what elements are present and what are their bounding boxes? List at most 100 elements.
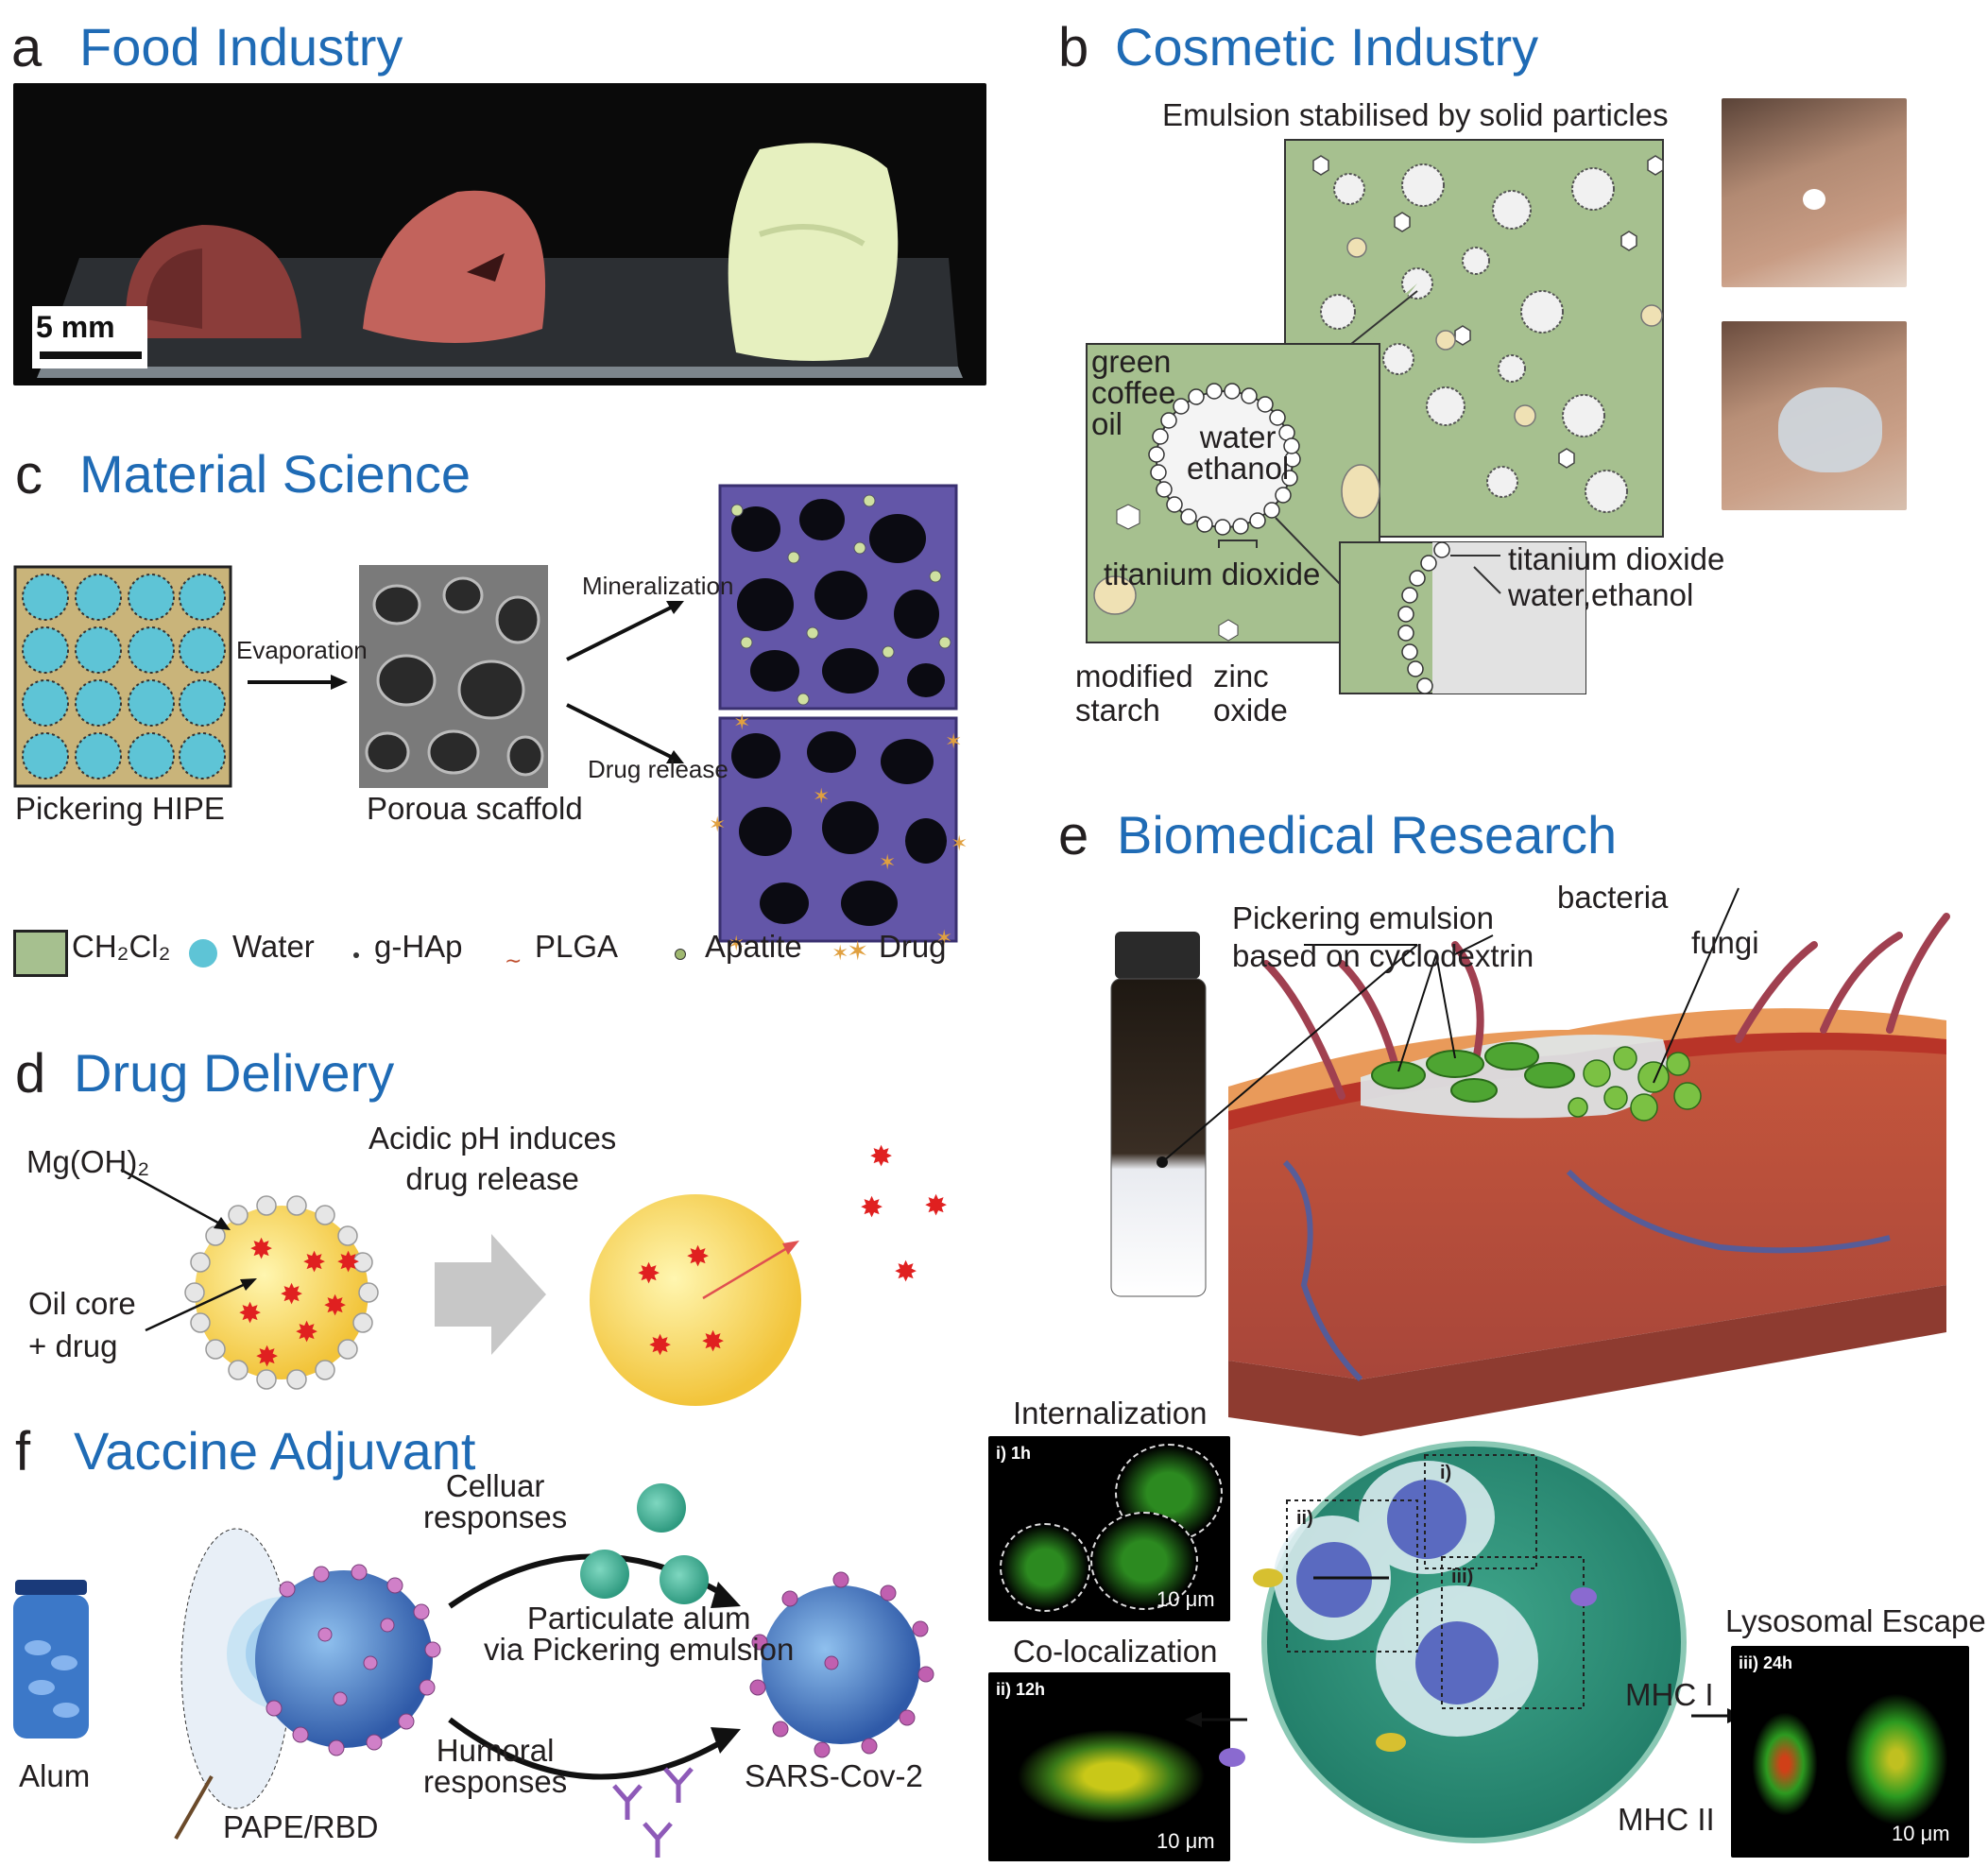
vaccine-diagram [13, 1483, 934, 1858]
legend-water-swatch [189, 939, 217, 968]
svg-text:✸: ✸ [323, 1291, 347, 1322]
starch-label: modified starch [1075, 659, 1193, 728]
fungi-label: fungi [1691, 925, 1759, 960]
pickering-hipe-label: Pickering HIPE [15, 791, 225, 826]
svg-text:✸: ✸ [238, 1298, 262, 1329]
scale-bar [40, 351, 142, 359]
svg-text:✸: ✸ [249, 1234, 273, 1265]
cream-spread [1778, 387, 1882, 472]
legend-plga-swatch: ∼ [505, 949, 523, 972]
water-right-label: water,ethanol [1508, 577, 1694, 612]
svg-text:✸: ✸ [869, 1141, 893, 1173]
alum-label: Alum [19, 1758, 91, 1793]
skin-photo-2 [1722, 321, 1907, 510]
skin-illustration [1110, 887, 1950, 1436]
micro-1h-scale: 10 μm [1157, 1587, 1215, 1611]
micro-cell [1844, 1693, 1948, 1825]
particulate-label: Particulate alum via Pickering emulsion [484, 1601, 795, 1667]
legend-apatite-label: Apatite [705, 929, 802, 964]
ph-label: Acidic pH induces drug release [368, 1121, 617, 1196]
porous-scaffold-label: Poroua scaffold [367, 791, 583, 826]
micro-1h-time: i) 1h [996, 1444, 1032, 1463]
sars-label: SARS-Cov-2 [745, 1758, 923, 1793]
panel-d-letter: d [15, 1043, 46, 1105]
pape-label: PAPE/RBD [223, 1809, 379, 1844]
lysosomal-label: Lysosomal Escape [1725, 1603, 1986, 1638]
cream-dot [1803, 189, 1825, 210]
legend-plga-label: PLGA [535, 929, 619, 964]
svg-text:✸: ✸ [295, 1317, 318, 1348]
micro-12h: ii) 12h 10 μm [988, 1672, 1230, 1861]
micro-24h-scale: 10 μm [1892, 1822, 1950, 1845]
food-photo: 5 mm [13, 83, 986, 385]
cellular-label: Celluar responses [423, 1468, 568, 1534]
panel-c-title: Material Science [79, 444, 471, 504]
scale-bar-label: 5 mm [36, 310, 115, 344]
micro-12h-scale: 10 μm [1157, 1829, 1215, 1853]
tio2-right-label: titanium dioxide [1508, 541, 1725, 576]
panel-a-letter: a [11, 17, 43, 78]
pickering-cd-label: Pickering emulsion based on cyclodextrin [1232, 900, 1534, 973]
panel-c-letter: c [15, 444, 43, 505]
svg-text:✶: ✶ [935, 926, 952, 950]
evaporation-label: Evaporation [236, 636, 368, 664]
svg-text:✸: ✸ [302, 1247, 326, 1278]
svg-text:✸: ✸ [701, 1327, 725, 1358]
micro-cell [1752, 1712, 1818, 1816]
step-iii-label: iii) [1451, 1567, 1474, 1587]
panel-b-title: Cosmetic Industry [1115, 17, 1539, 77]
legend-apatite-swatch [675, 949, 686, 960]
svg-text:✶: ✶ [951, 831, 968, 855]
internalization-label: Internalization [1013, 1396, 1208, 1430]
step-ii-label: ii) [1296, 1508, 1313, 1529]
emulsion-heading: Emulsion stabilised by solid particles [1162, 97, 1669, 132]
svg-text:✶: ✶ [813, 784, 830, 808]
skin-photo-1 [1722, 98, 1907, 287]
emulsion-diagram [1086, 139, 1664, 694]
legend-drug-swatch: ✶ [847, 936, 869, 966]
water-label: water ethanol [1187, 420, 1290, 486]
food-illustration [37, 143, 963, 378]
svg-text:✶: ✶ [831, 941, 848, 965]
legend-ghap-label: g-HAp [374, 929, 463, 964]
micro-24h: iii) 24h 10 μm [1731, 1646, 1969, 1858]
svg-text:✶: ✶ [879, 850, 896, 874]
svg-text:✸: ✸ [860, 1192, 883, 1224]
micro-cells [1017, 1729, 1206, 1824]
panel-b-letter: b [1058, 17, 1089, 78]
micro-cell [1000, 1523, 1090, 1612]
panel-e-letter: e [1058, 805, 1089, 866]
panel-f-letter: f [15, 1421, 31, 1482]
micro-1h: i) 1h 10 μm [988, 1436, 1230, 1621]
svg-text:✸: ✸ [637, 1259, 660, 1290]
svg-text:✶: ✶ [733, 711, 750, 734]
micro-cell [1090, 1512, 1198, 1610]
svg-text:✸: ✸ [894, 1257, 917, 1288]
mhc1-label: MHC I [1625, 1677, 1714, 1712]
svg-text:✸: ✸ [686, 1242, 710, 1273]
legend-ch2cl2-label: CH₂Cl₂ [72, 929, 171, 964]
svg-text:✸: ✸ [924, 1190, 948, 1222]
drug-release-label: Drug release [588, 755, 728, 783]
oil-label: green coffee oil [1091, 344, 1176, 441]
svg-text:✸: ✸ [280, 1279, 303, 1310]
svg-text:✶: ✶ [709, 813, 726, 836]
drug-delivery-diagram: ✸✸✸✸ ✸✸✸✸ ✸✸✸✸ ✸✸✸✸ [120, 1141, 948, 1406]
humoral-label: Humoral responses [423, 1733, 568, 1799]
svg-text:✶: ✶ [945, 729, 962, 753]
tio2-label: titanium dioxide [1104, 557, 1321, 591]
zinc-label: zinc oxide [1213, 659, 1288, 728]
svg-text:✸: ✸ [336, 1247, 360, 1278]
svg-text:✸: ✸ [648, 1330, 672, 1362]
legend-drug-label: Drug [879, 929, 947, 964]
mineralization-label: Mineralization [582, 572, 734, 600]
step-i-label: i) [1440, 1463, 1452, 1483]
legend-ch2cl2-swatch [13, 930, 68, 977]
legend-ghap-swatch [353, 952, 359, 958]
micro-12h-time: ii) 12h [996, 1680, 1046, 1699]
panel-a-title: Food Industry [79, 17, 403, 77]
colocalization-label: Co-localization [1013, 1634, 1218, 1669]
material-science-diagram: ✶✶✶ ✶✶✶ ✶✶✶ [13, 484, 968, 965]
mhc2-label: MHC II [1618, 1802, 1715, 1837]
oil-core-label: Oil core + drug [28, 1286, 136, 1363]
